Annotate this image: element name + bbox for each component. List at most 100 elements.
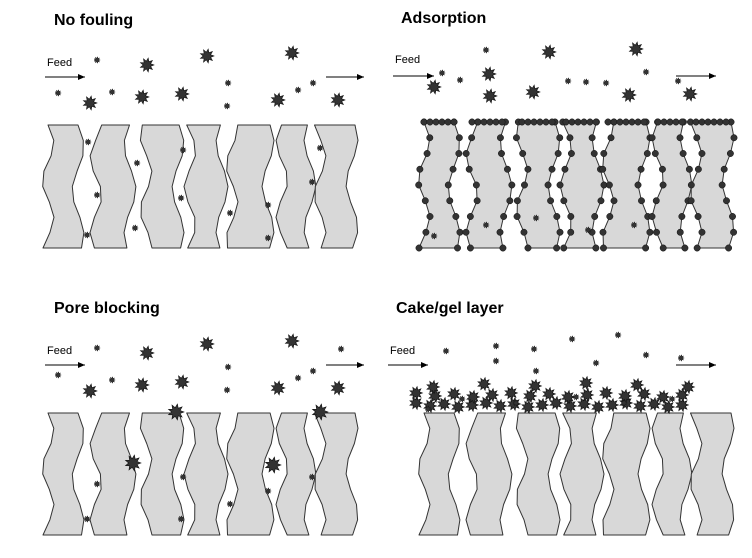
feed-label: Feed: [47, 57, 73, 69]
membrane-pillar: [183, 412, 229, 536]
arrow-head: [709, 362, 716, 368]
solute-particle: [482, 221, 490, 229]
membrane-pillar: [314, 412, 359, 536]
adsorbed-particle: [468, 134, 476, 142]
panel-title: No fouling: [54, 12, 134, 29]
foulant-particle: [493, 398, 508, 414]
foulant-particle: [618, 388, 633, 404]
adsorbed-particle: [725, 244, 733, 252]
foulant-particle: [426, 379, 441, 395]
adsorbed-particle: [426, 213, 434, 220]
foulant-particle: [447, 386, 462, 402]
foulant-particle: [82, 95, 98, 111]
adsorbed-particle: [698, 228, 706, 236]
solute-particle: [264, 487, 272, 495]
solute-particle: [492, 357, 500, 365]
adsorbed-particle: [718, 181, 726, 189]
adsorbed-particle: [548, 165, 556, 173]
arrow-head: [78, 362, 85, 368]
membrane-pillar: [89, 124, 137, 249]
foulant-particle: [577, 396, 592, 412]
foulant-particle: [199, 48, 215, 64]
adsorbed-particle: [605, 181, 613, 189]
feed-label: Feed: [395, 54, 421, 66]
adsorbed-particle: [423, 150, 431, 157]
adsorbed-particle: [566, 134, 574, 142]
foulant-particle: [426, 79, 442, 95]
adsorbed-particle: [648, 134, 656, 142]
adsorbed-particle: [548, 118, 556, 126]
adsorbed-particle: [556, 181, 564, 189]
solute-particle: [177, 194, 185, 202]
adsorbed-particle: [597, 197, 605, 205]
foulant-particle: [549, 395, 564, 411]
adsorbed-particle: [637, 165, 645, 173]
solute-particle: [592, 359, 600, 367]
adsorbed-particle: [468, 118, 476, 126]
adsorbed-particle: [480, 118, 488, 126]
foulant-particle: [134, 89, 150, 105]
membrane-pillar: [275, 412, 317, 536]
arrow-head: [421, 362, 428, 368]
solute-particle: [179, 473, 187, 481]
adsorbed-particle: [536, 118, 544, 126]
solute-particle: [226, 500, 234, 508]
solute-particle: [456, 76, 464, 84]
membrane-pillar: [139, 124, 185, 249]
adsorbed-particle: [648, 213, 656, 220]
arrow-head: [78, 74, 85, 80]
solute-particle: [438, 69, 446, 77]
adsorbed-particle: [420, 118, 428, 126]
panel-title: Pore blocking: [54, 300, 160, 317]
membrane-diagram: [388, 331, 735, 536]
adsorbed-particle: [449, 165, 457, 173]
adsorbed-particle: [415, 244, 423, 252]
adsorbed-particle: [554, 150, 562, 157]
adsorbed-particle: [694, 213, 702, 220]
foulant-particle: [682, 86, 698, 102]
membrane-pillar: [42, 124, 85, 249]
solute-particle: [83, 231, 91, 239]
membrane-pillar: [226, 412, 275, 536]
adsorbed-particle: [672, 118, 680, 126]
adsorbed-particle: [524, 165, 532, 173]
solute-particle: [133, 159, 141, 167]
solute-particle: [308, 178, 316, 186]
foulant-particle: [621, 87, 637, 103]
adsorbed-particle: [472, 181, 480, 189]
arrow-head: [427, 73, 434, 79]
foulant-particle: [270, 380, 286, 396]
adsorbed-particle: [610, 197, 618, 205]
foulant-particle: [485, 387, 500, 403]
membrane-pillar: [602, 412, 651, 536]
adsorbed-particle: [498, 118, 506, 126]
adsorbed-particle: [456, 228, 464, 236]
arrow-head: [357, 362, 364, 368]
foulant-particle: [525, 84, 541, 100]
adsorbed-particle: [730, 134, 738, 142]
solute-particle: [309, 367, 317, 375]
foulant-particle: [528, 378, 543, 394]
solute-particle: [83, 515, 91, 523]
adsorbed-particle: [600, 244, 607, 252]
adsorbed-particle: [496, 228, 504, 236]
solute-particle: [177, 515, 185, 523]
adsorbed-particle: [474, 118, 482, 126]
panel-adsorption: Adsorption Feed: [376, 0, 752, 279]
foulant-particle: [134, 377, 150, 393]
panel-title: Cake/gel layer: [396, 300, 504, 317]
foulant-particle: [647, 396, 662, 412]
foulant-particle: [174, 374, 190, 390]
adsorbed-particle: [492, 118, 500, 126]
adsorbed-particle: [574, 118, 582, 126]
foulant-particle: [82, 383, 98, 399]
adsorbed-particle: [651, 150, 659, 157]
adsorbed-particle: [616, 118, 624, 126]
solute-particle: [530, 345, 538, 353]
foulant-particle: [330, 92, 346, 108]
adsorbed-particle: [652, 197, 660, 205]
membrane-pillar: [690, 412, 735, 536]
adsorbed-particle: [660, 118, 668, 126]
adsorbed-particle: [426, 118, 434, 126]
solute-particle: [179, 146, 187, 154]
